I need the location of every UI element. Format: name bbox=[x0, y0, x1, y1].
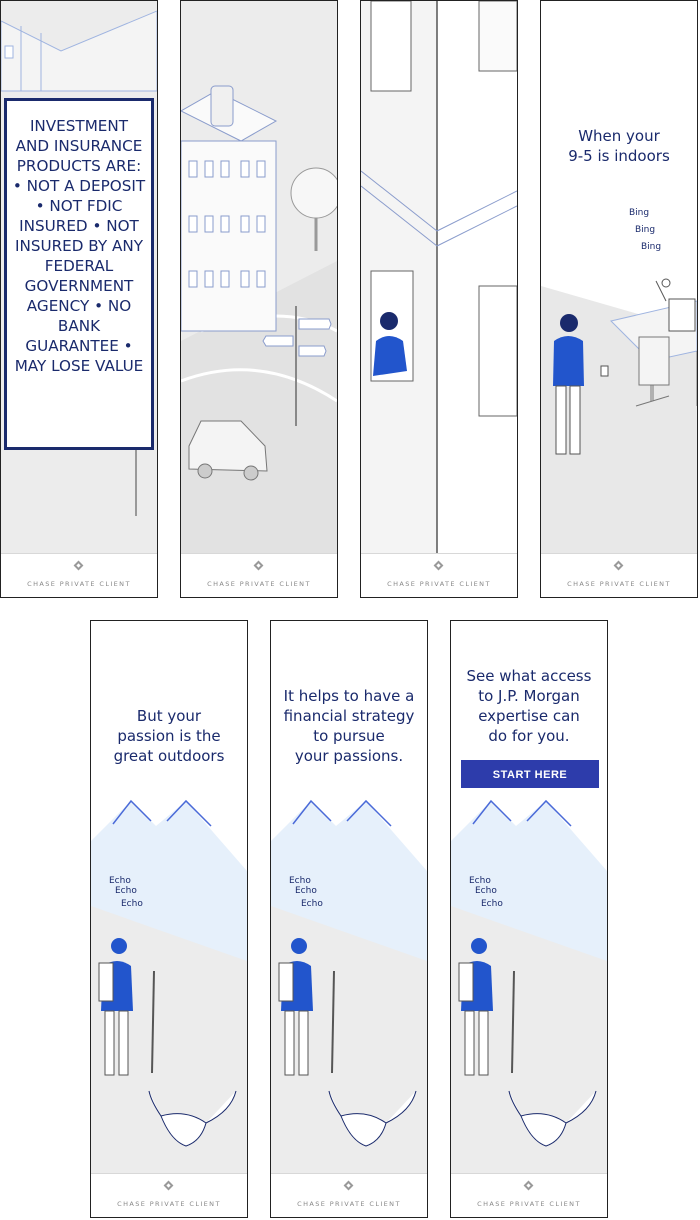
chase-logo-icon bbox=[613, 560, 624, 571]
disclaimer-text: INVESTMENT AND INSURANCE PRODUCTS ARE: •… bbox=[4, 98, 154, 450]
footer: CHASE PRIVATE CLIENT bbox=[541, 553, 697, 597]
sound-word: Echo bbox=[481, 899, 503, 909]
mountain-scene bbox=[91, 621, 247, 1176]
banner-frame-7: See what access to J.P. Morgan expertise… bbox=[450, 620, 608, 1218]
start-here-button[interactable]: START HERE bbox=[461, 760, 599, 788]
sound-word: Echo bbox=[121, 899, 143, 909]
mountain-scene bbox=[271, 621, 427, 1176]
window-illustration bbox=[361, 1, 517, 556]
hiker bbox=[458, 938, 515, 1076]
mountain-illustration bbox=[91, 799, 247, 1176]
desk-scene bbox=[541, 1, 697, 556]
echo-sound-text: Echo Echo Echo bbox=[109, 876, 143, 909]
street-illustration bbox=[181, 85, 337, 556]
footer: CHASE PRIVATE CLIENT bbox=[1, 553, 157, 597]
sound-word: Echo bbox=[289, 876, 311, 886]
building-illustration bbox=[1, 10, 157, 516]
footer: CHASE PRIVATE CLIENT bbox=[91, 1173, 247, 1217]
chase-logo-icon bbox=[163, 1180, 174, 1191]
headline: See what access to J.P. Morgan expertise… bbox=[466, 667, 592, 745]
brand-label: CHASE PRIVATE CLIENT bbox=[27, 580, 131, 588]
skull bbox=[328, 1090, 417, 1147]
street-scene bbox=[181, 1, 337, 556]
footer: CHASE PRIVATE CLIENT bbox=[361, 553, 517, 597]
sound-word: Bing bbox=[629, 208, 649, 218]
office-chair bbox=[635, 336, 670, 407]
echo-sound-text: Echo Echo Echo bbox=[469, 876, 503, 909]
mountain-scene bbox=[451, 621, 607, 1176]
footer: CHASE PRIVATE CLIENT bbox=[271, 1173, 427, 1217]
chase-logo-icon bbox=[343, 1180, 354, 1191]
footer: CHASE PRIVATE CLIENT bbox=[181, 553, 337, 597]
headline: When your 9-5 is indoors bbox=[568, 127, 670, 165]
brand-label: CHASE PRIVATE CLIENT bbox=[207, 580, 311, 588]
brand-label: CHASE PRIVATE CLIENT bbox=[387, 580, 491, 588]
headline: It helps to have a financial strategy to… bbox=[283, 687, 415, 765]
brand-label: CHASE PRIVATE CLIENT bbox=[567, 580, 671, 588]
brand-label: CHASE PRIVATE CLIENT bbox=[297, 1200, 401, 1208]
bing-sound-text: Bing Bing Bing bbox=[629, 208, 661, 252]
skull bbox=[508, 1090, 597, 1147]
sound-word: Bing bbox=[641, 242, 661, 252]
headline: But your passion is the great outdoors bbox=[113, 707, 225, 765]
banner-frame-2: CHASE PRIVATE CLIENT bbox=[180, 0, 338, 598]
sound-word: Echo bbox=[469, 876, 491, 886]
footer: CHASE PRIVATE CLIENT bbox=[451, 1173, 607, 1217]
chase-logo-icon bbox=[73, 560, 84, 571]
person-at-window bbox=[373, 312, 407, 376]
worker bbox=[553, 314, 609, 455]
sound-word: Echo bbox=[301, 899, 323, 909]
chase-logo-icon bbox=[433, 560, 444, 571]
mountain-illustration bbox=[271, 799, 427, 1176]
banner-frame-4: When your 9-5 is indoors Bing Bing Bing … bbox=[540, 0, 698, 598]
hiker bbox=[278, 938, 335, 1076]
sound-word: Bing bbox=[635, 225, 655, 235]
banner-frame-6: It helps to have a financial strategy to… bbox=[270, 620, 428, 1218]
sound-word: Echo bbox=[475, 886, 497, 896]
brand-label: CHASE PRIVATE CLIENT bbox=[477, 1200, 581, 1208]
desk-illustration bbox=[541, 278, 697, 556]
chase-logo-icon bbox=[253, 560, 264, 571]
sound-word: Echo bbox=[109, 876, 131, 886]
banner-frame-1: INVESTMENT AND INSURANCE PRODUCTS ARE: •… bbox=[0, 0, 158, 598]
banner-frame-5: But your passion is the great outdoors E… bbox=[90, 620, 248, 1218]
hiker bbox=[98, 938, 155, 1076]
banner-frame-3: CHASE PRIVATE CLIENT bbox=[360, 0, 518, 598]
brand-label: CHASE PRIVATE CLIENT bbox=[117, 1200, 221, 1208]
office-window-scene bbox=[361, 1, 517, 556]
echo-sound-text: Echo Echo Echo bbox=[289, 876, 323, 909]
sound-word: Echo bbox=[115, 886, 137, 896]
chase-logo-icon bbox=[523, 1180, 534, 1191]
office-building bbox=[181, 85, 278, 332]
car bbox=[188, 420, 268, 481]
mountain-illustration bbox=[451, 799, 607, 1176]
sound-word: Echo bbox=[295, 886, 317, 896]
skull bbox=[148, 1090, 237, 1147]
